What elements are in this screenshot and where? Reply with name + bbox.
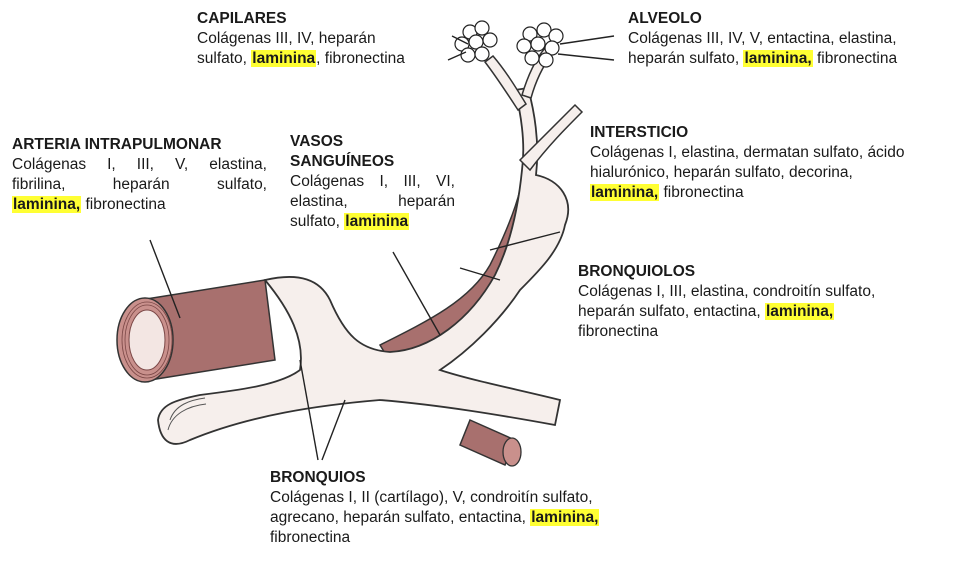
bronchiole-branch bbox=[485, 56, 526, 110]
capilares-highlight: laminina bbox=[251, 50, 316, 67]
capilares-line-1: Colágenas III, IV, heparán bbox=[197, 29, 405, 49]
bronquios-pre: agrecano, heparán sulfato, entactina, bbox=[270, 509, 530, 526]
intersticio-line-2: hialurónico, heparán sulfato, decorina, bbox=[590, 163, 905, 183]
label-arteria: ARTERIA INTRAPULMONAR Colágenas I, III, … bbox=[12, 135, 267, 215]
intersticio-post: fibronectina bbox=[659, 184, 743, 201]
bronquiolos-last: fibronectina bbox=[578, 322, 875, 342]
alveolar-sac bbox=[455, 21, 497, 62]
capilares-title: CAPILARES bbox=[197, 9, 405, 29]
capilares-post: , fibronectina bbox=[316, 50, 405, 67]
label-intersticio: INTERSTICIO Colágenas I, elastina, derma… bbox=[590, 123, 905, 203]
intrapulmonary-artery bbox=[117, 280, 275, 382]
label-bronquios: BRONQUIOS Colágenas I, II (cartílago), V… bbox=[270, 468, 599, 548]
vasos-pre: sulfato, bbox=[290, 213, 344, 230]
alveolo-title: ALVEOLO bbox=[628, 9, 897, 29]
intersticio-line-1: Colágenas I, elastina, dermatan sulfato,… bbox=[590, 143, 905, 163]
vasos-title-2: SANGUÍNEOS bbox=[290, 152, 455, 172]
bronquiolos-pre: heparán sulfato, entactina, bbox=[578, 303, 765, 320]
bronquios-line-1: Colágenas I, II (cartílago), V, condroit… bbox=[270, 488, 599, 508]
bronquiolos-title: BRONQUIOLOS bbox=[578, 262, 875, 282]
intersticio-title: INTERSTICIO bbox=[590, 123, 905, 143]
bronquios-title: BRONQUIOS bbox=[270, 468, 599, 488]
alveolo-pre: heparán sulfato, bbox=[628, 50, 743, 67]
capilares-pre: sulfato, bbox=[197, 50, 251, 67]
arteria-post: fibronectina bbox=[81, 196, 165, 213]
vasos-highlight: laminina bbox=[344, 213, 409, 230]
label-bronquiolos: BRONQUIOLOS Colágenas I, III, elastina, … bbox=[578, 262, 875, 342]
alveolo-highlight: laminina, bbox=[743, 50, 812, 67]
vasos-line-2: elastina, heparán bbox=[290, 192, 455, 212]
alveolar-sac bbox=[517, 23, 563, 67]
intersticio-highlight: laminina, bbox=[590, 184, 659, 201]
vasos-line-1: Colágenas I, III, VI, bbox=[290, 172, 455, 192]
arteria-line-2: fibrilina, heparán sulfato, bbox=[12, 175, 267, 195]
bronquiolos-line-1: Colágenas I, III, elastina, condroitín s… bbox=[578, 282, 875, 302]
alveolo-post: fibronectina bbox=[813, 50, 897, 67]
bronquios-highlight: laminina, bbox=[530, 509, 599, 526]
alveolo-line-1: Colágenas III, IV, V, entactina, elastin… bbox=[628, 29, 897, 49]
label-alveolo: ALVEOLO Colágenas III, IV, V, entactina,… bbox=[628, 9, 897, 69]
arteria-highlight: laminina, bbox=[12, 196, 81, 213]
bronquiolos-highlight: laminina, bbox=[765, 303, 834, 320]
arteria-line-1: Colágenas I, III, V, elastina, bbox=[12, 155, 267, 175]
arteria-title: ARTERIA INTRAPULMONAR bbox=[12, 135, 267, 155]
vasos-title-1: VASOS bbox=[290, 132, 455, 152]
bronquios-last: fibronectina bbox=[270, 528, 599, 548]
artery-lumen bbox=[129, 310, 165, 370]
label-capilares: CAPILARES Colágenas III, IV, heparán sul… bbox=[197, 9, 405, 69]
label-vasos: VASOS SANGUÍNEOS Colágenas I, III, VI, e… bbox=[290, 132, 455, 232]
